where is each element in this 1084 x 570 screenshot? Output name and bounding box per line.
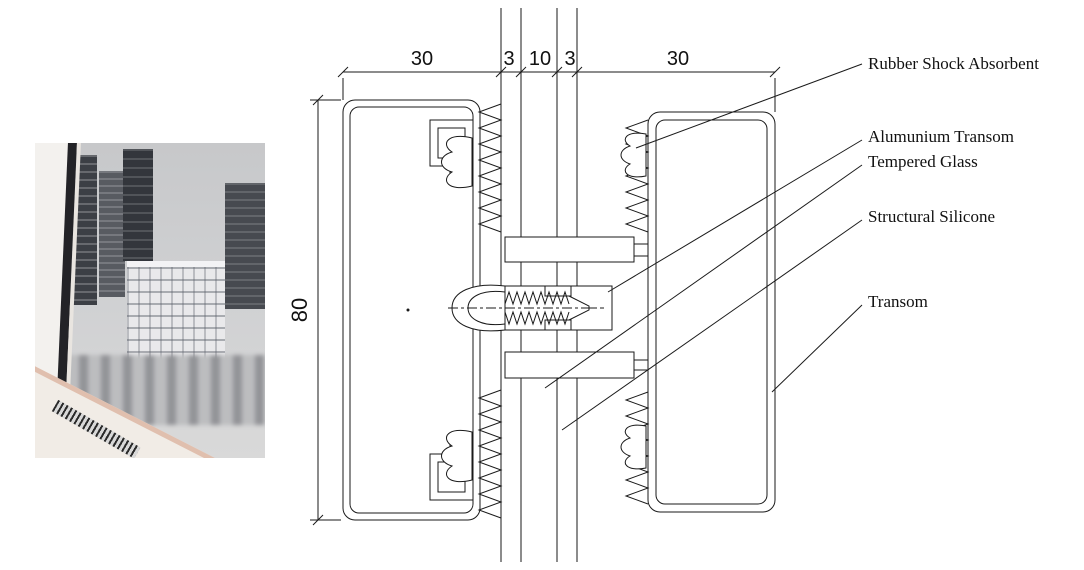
dimension-label-80: 80 [287,297,312,323]
dimension-label-30-right: 30 [666,48,690,70]
site-photo-window-city-view [35,143,265,458]
glass-pane [500,8,578,562]
callout-aluminium-transom: Alumunium Transom [868,127,1014,146]
pressure-arms [504,236,648,379]
dimension-label-30-left: 30 [410,48,434,70]
screw-fastener [448,284,613,332]
photo-grey-tower [99,171,125,297]
top-gasket [441,103,650,233]
callout-leader-lines [544,63,863,431]
dimension-line-top [337,66,781,112]
right-transom-profile [647,111,776,513]
dimension-line-left [310,94,341,526]
callout-structural-silicone: Structural Silicone [868,207,996,226]
callout-transom: Transom [868,292,928,311]
callout-tempered-glass: Tempered Glass [868,152,978,171]
dimension-label-10: 10 [528,48,552,70]
dimension-label-3-right: 3 [564,48,576,70]
bottom-gasket [441,389,650,519]
dimension-label-3-left: 3 [503,48,515,70]
callout-rubber-shock-absorbent: Rubber Shock Absorbent [868,54,1039,73]
photo-right-tower [225,183,265,309]
photo-far-tower [123,149,153,261]
